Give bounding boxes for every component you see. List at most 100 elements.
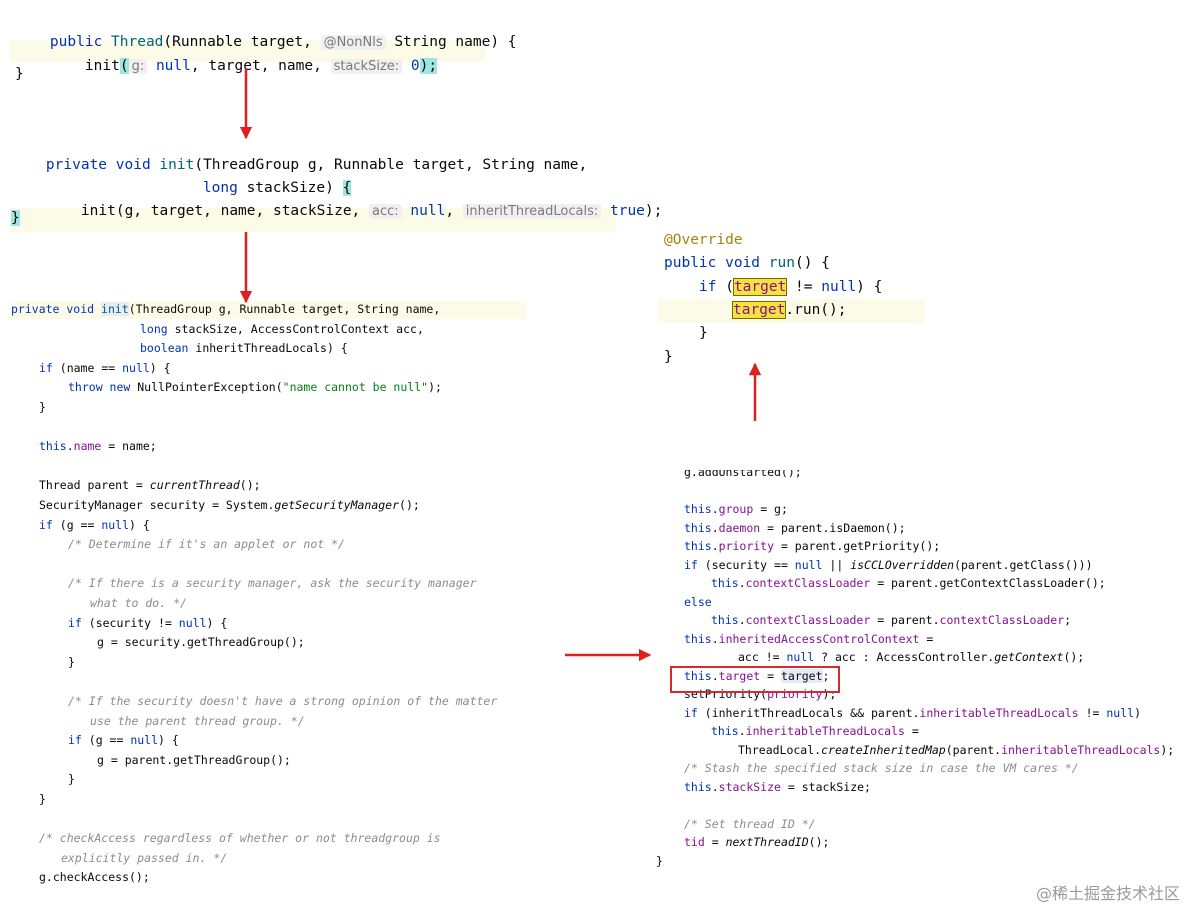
code-text: setPriority( (684, 687, 768, 701)
code-text: . (711, 779, 719, 794)
field: inheritableThreadLocals (745, 724, 905, 738)
code-text: init(g, target, name, stackSize, (80, 203, 370, 219)
keyword: this (684, 520, 712, 535)
keyword: boolean (140, 341, 196, 356)
method-name: init (101, 302, 129, 316)
code-text: ThreadLocal. (738, 742, 822, 757)
code-text: .run(); (785, 301, 847, 318)
code-text: . (711, 631, 719, 646)
field: daemon (718, 520, 761, 535)
keyword: this (684, 631, 712, 646)
parameter-hint: acc: (369, 204, 402, 219)
keyword: null (122, 360, 150, 375)
field: stackSize (718, 779, 781, 794)
method-name: run (768, 255, 795, 272)
code-text: , (445, 203, 463, 219)
code-text: = name; (101, 439, 157, 454)
code-text: } (699, 325, 708, 342)
method-call: init (84, 58, 120, 74)
code-text: (parent. (945, 742, 1002, 757)
code-text: = stackSize; (780, 779, 871, 794)
keyword: if (684, 557, 705, 572)
static-call: currentThread (149, 478, 240, 493)
parameter-hint: g: (128, 59, 148, 74)
code-text: } (68, 772, 75, 787)
class-name: Thread (111, 34, 164, 50)
parameter-hint: @NonNls (320, 35, 386, 50)
code-text: stackSize) (246, 180, 343, 196)
code-block-init-tail: g.addUnstarted(); this.group = g; this.d… (656, 470, 1188, 880)
field: inheritableThreadLocals (919, 705, 1079, 720)
code-text: != (1078, 705, 1107, 720)
keyword: long (140, 321, 175, 336)
keyword: private void (11, 302, 102, 316)
keyword: null (794, 557, 823, 572)
code-text: g.addUnstarted(); (684, 470, 802, 479)
code-text: ( (725, 278, 734, 295)
watermark: @稀土掘金技术社区 (1035, 884, 1180, 903)
keyword: this (39, 439, 67, 454)
code-text: (security != (88, 615, 179, 630)
static-call: createInheritedMap (821, 742, 946, 757)
keyword: long (202, 180, 247, 196)
string-literal: "name cannot be null" (282, 380, 429, 395)
code-block-thread-constructor: public Thread(Runnable target, @NonNls S… (15, 18, 517, 82)
keyword: null (101, 517, 130, 532)
current-line-highlight (658, 299, 925, 323)
field: tid (684, 835, 705, 849)
annotation: @Override (664, 232, 743, 248)
code-text: != (786, 278, 822, 295)
code-text: ; (1064, 613, 1072, 627)
number: 0 (402, 58, 420, 74)
keyword: public void (664, 255, 769, 272)
comment: use the parent thread group. */ (90, 713, 305, 728)
keyword: if (68, 615, 89, 630)
code-text: ) { (129, 517, 150, 532)
parameter-hint: inheritThreadLocals: (462, 204, 602, 219)
code-text: = parent. (870, 613, 940, 627)
keyword: this (684, 539, 712, 553)
code-text: ) { (149, 360, 171, 375)
code-text: (name == (59, 360, 123, 375)
code-text: . (711, 520, 719, 535)
code-text: (); (808, 835, 830, 849)
keyword: if (68, 733, 89, 748)
code-text: . (711, 502, 719, 516)
code-text: stackSize, AccessControlContext acc, (174, 321, 424, 336)
code-text: (); (239, 478, 261, 493)
code-text: . (738, 576, 746, 590)
keyword: else (684, 594, 712, 609)
code-text: g = parent.getThreadGroup(); (97, 752, 291, 767)
field: priority (718, 539, 775, 553)
keyword: null (147, 58, 191, 74)
keyword: null (1106, 705, 1135, 720)
keyword: if (39, 517, 60, 532)
code-text: = (704, 835, 726, 849)
code-block-init-full: private void init(ThreadGroup g, Runnabl… (11, 302, 497, 884)
keyword: this (711, 576, 739, 590)
code-text: . (711, 539, 719, 553)
code-text: (security == (704, 557, 795, 572)
comment: /* If there is a security manager, ask t… (68, 576, 477, 591)
highlight-box-this-target (670, 666, 840, 693)
code-text: (); (1063, 650, 1085, 664)
static-call: isCCLOverridden (850, 557, 955, 572)
code-text: NullPointerException( (137, 380, 283, 395)
field: contextClassLoader (745, 576, 871, 590)
code-text: (ThreadGroup g, Runnable target, String … (128, 302, 441, 316)
code-text: inheritThreadLocals) { (195, 341, 348, 356)
code-text: g = security.getThreadGroup(); (97, 635, 305, 650)
code-text: = parent.getPriority(); (774, 539, 941, 553)
keyword: public (49, 34, 112, 50)
comment: explicitly passed in. */ (61, 850, 228, 865)
code-text: g.checkAccess(); (39, 870, 150, 885)
code-text: ); (428, 380, 442, 395)
code-text: ); (1160, 742, 1175, 757)
code-text: ); (644, 203, 663, 219)
code-text: (ThreadGroup g, Runnable target, String … (194, 157, 588, 173)
code-text: = (919, 631, 934, 646)
code-text: } (656, 853, 663, 868)
code-text: ) (1134, 705, 1142, 720)
static-call: nextThreadID (725, 835, 809, 849)
